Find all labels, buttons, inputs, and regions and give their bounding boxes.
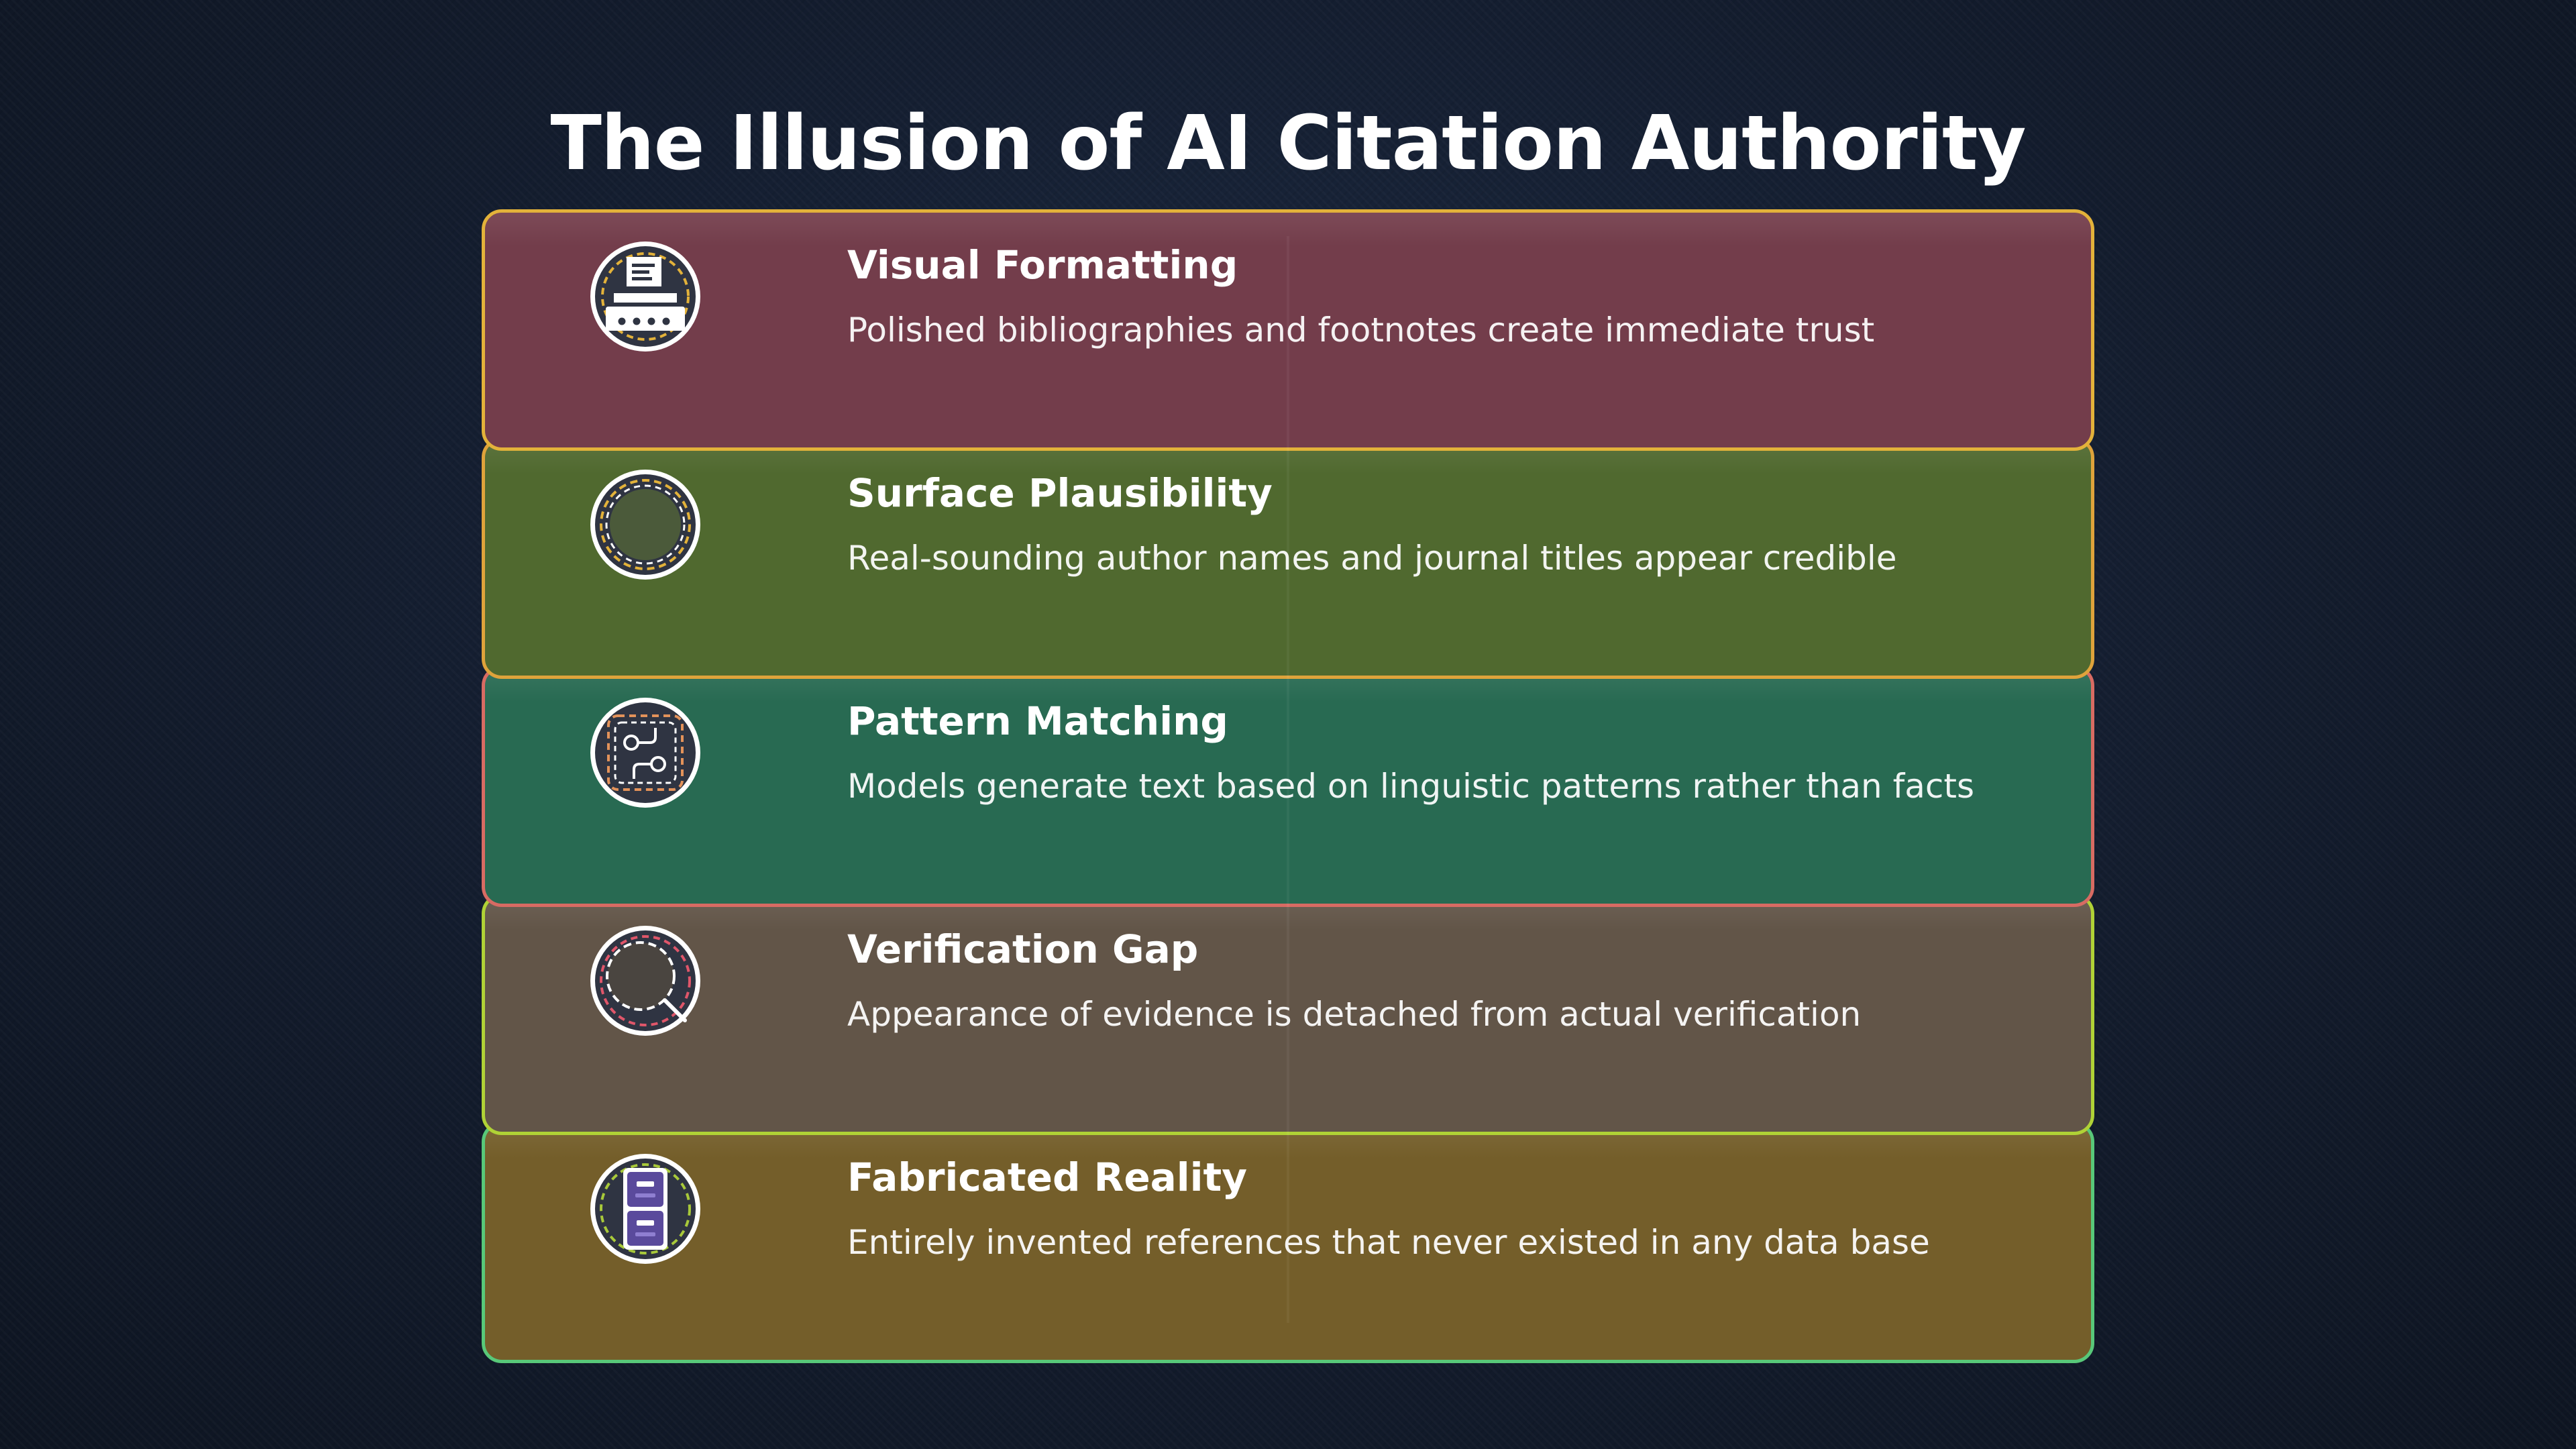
page-title: The Illusion of AI Citation Authority — [550, 100, 2026, 187]
band-shine — [485, 213, 2091, 246]
layer-fabricated-reality: Fabricated Reality Entirely invented ref… — [482, 1122, 2094, 1363]
pattern-network-icon — [588, 696, 702, 810]
layer-description: Models generate text based on linguistic… — [847, 767, 1975, 806]
layer-description: Entirely invented references that never … — [847, 1223, 1930, 1262]
layer-description: Appearance of evidence is detached from … — [847, 995, 1862, 1034]
layer-pattern-matching: Pattern Matching Models generate text ba… — [482, 665, 2094, 907]
magnifier-icon — [588, 924, 702, 1038]
layer-stack: Visual Formatting Polished bibliographie… — [482, 209, 2094, 1368]
layer-description: Polished bibliographies and footnotes cr… — [847, 311, 1875, 350]
file-cabinet-icon — [588, 1152, 702, 1266]
layer-title: Surface Plausibility — [847, 470, 1273, 516]
layer-title: Visual Formatting — [847, 242, 1238, 288]
layer-verification-gap: Verification Gap Appearance of evidence … — [482, 894, 2094, 1135]
layer-description: Real-sounding author names and journal t… — [847, 539, 1897, 578]
layer-surface-plausibility: Surface Plausibility Real-sounding autho… — [482, 437, 2094, 679]
layer-visual-formatting: Visual Formatting Polished bibliographie… — [482, 209, 2094, 451]
layer-title: Fabricated Reality — [847, 1155, 1248, 1200]
layer-title: Verification Gap — [847, 926, 1199, 972]
layer-title: Pattern Matching — [847, 698, 1228, 744]
dashed-circle-icon — [588, 468, 702, 582]
typewriter-icon — [588, 239, 702, 354]
